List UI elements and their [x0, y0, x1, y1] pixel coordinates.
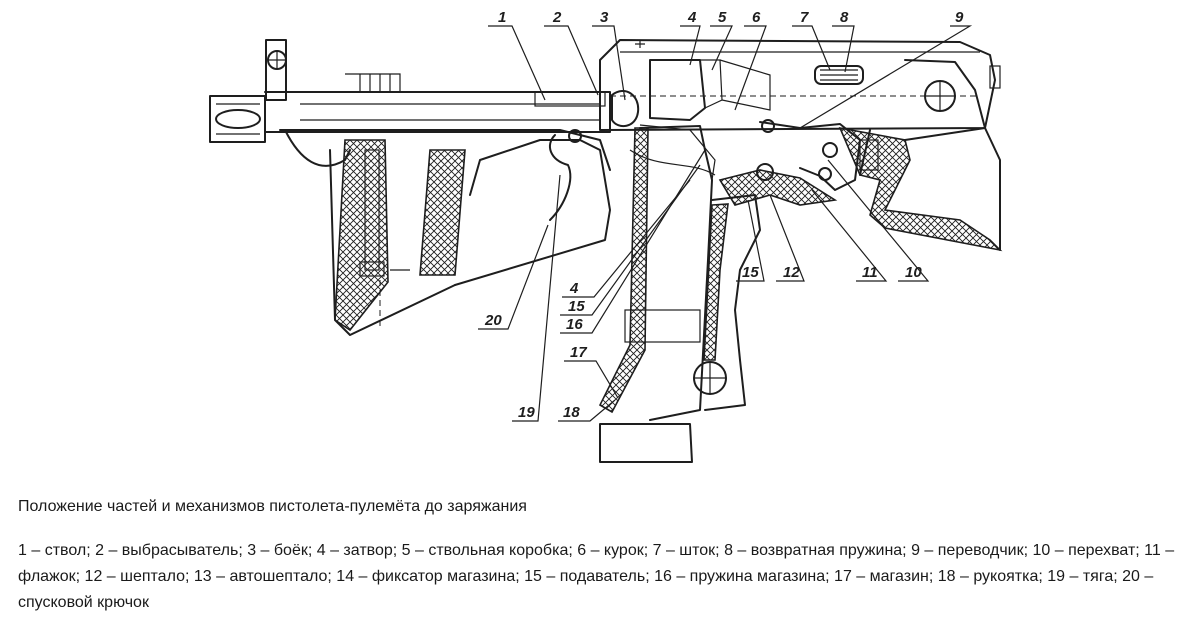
callout-19: 19 [518, 404, 535, 421]
pistol-grip [624, 194, 761, 411]
callout-15-right: 15 [742, 264, 759, 281]
receiver [599, 39, 1001, 131]
stock [838, 126, 1003, 252]
callout-15-lower: 15 [568, 298, 585, 315]
muzzle-device [209, 95, 266, 143]
return-spring [814, 65, 864, 85]
front-sight [265, 39, 287, 101]
callout-4-lower: 4 [569, 280, 579, 297]
callout-6: 6 [752, 9, 761, 26]
callout-5: 5 [718, 9, 727, 26]
weapon-cutaway-diagram: 1 2 3 4 5 6 7 8 9 10 11 12 15 4 15 16 17… [209, 9, 1003, 463]
bolt [611, 59, 771, 128]
callout-3: 3 [600, 9, 609, 26]
callout-9: 9 [955, 9, 964, 26]
callout-10: 10 [905, 264, 922, 281]
barrel [264, 73, 611, 133]
callout-12: 12 [783, 264, 800, 281]
callout-16: 16 [566, 316, 583, 333]
callout-17: 17 [570, 344, 587, 361]
caption-title: Положение частей и механизмов пистолета-… [18, 498, 527, 515]
hammer [718, 163, 838, 206]
callout-11: 11 [862, 264, 878, 281]
leader-lines [478, 25, 973, 422]
callout-20: 20 [484, 312, 502, 329]
callout-8: 8 [840, 9, 849, 26]
caption-legend: 1 – ствол; 2 – выбрасыватель; 3 – боёк; … [18, 542, 1175, 611]
figure-caption: Положение частей и механизмов пистолета-… [18, 494, 1193, 616]
magazine [598, 124, 716, 463]
front-grip [329, 139, 466, 336]
trigger [548, 129, 582, 221]
callout-7: 7 [800, 9, 809, 26]
callout-1: 1 [498, 9, 506, 26]
callout-2: 2 [552, 9, 562, 26]
callout-4: 4 [687, 9, 697, 26]
callout-18: 18 [563, 404, 580, 421]
